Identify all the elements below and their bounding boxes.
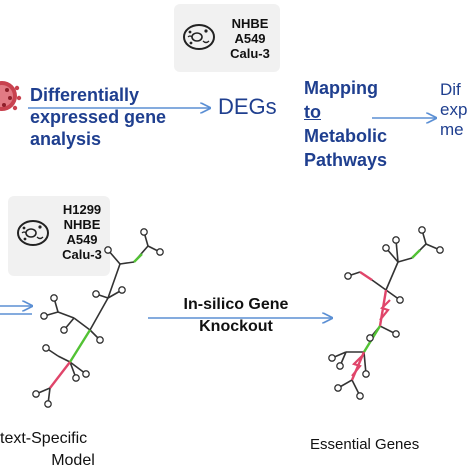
essential-genes-label: Essential Genes	[310, 436, 420, 453]
dge-analysis-label: Differentially expressed gene analysis	[30, 84, 166, 150]
knockout-lightning-icon	[351, 355, 363, 377]
cell-icon	[183, 24, 215, 50]
dge-line-1: Differentially	[30, 85, 140, 105]
dge-line-2: expressed gene	[30, 107, 167, 127]
context-model-line-1: text-Specific	[0, 430, 88, 447]
cell-line-a549: A549	[234, 31, 266, 46]
metabolic-network-icon-left	[32, 228, 164, 408]
cell-lines-mid: H1299 NHBE A549 Calu-3	[58, 202, 106, 262]
context-model-label: text-Specific Model	[0, 428, 116, 472]
metabolic-network-icon-right	[328, 226, 444, 400]
context-model-line-2: Model	[51, 452, 95, 469]
cell-line-h1299: H1299	[62, 202, 102, 217]
knockout-line-1: In-silico Gene	[183, 296, 289, 313]
mapping-label: Mapping to Metabolic Pathways	[304, 76, 387, 172]
mapping-line-1: Mapping	[304, 78, 378, 98]
mapping-line-3: Metabolic	[304, 126, 388, 146]
cell-lines-top: NHBE A549 Calu-3	[226, 16, 274, 61]
mapping-line-4: Pathways	[304, 150, 388, 170]
knockout-line-2: Knockout	[199, 318, 273, 335]
cell-line-nhbe: NHBE	[63, 217, 101, 232]
right-cut-line-3: me	[440, 120, 464, 139]
cell-icon	[17, 220, 49, 246]
right-cut-line-1: Dif	[440, 80, 461, 99]
degs-label: DEGs	[218, 94, 277, 119]
right-cut-line-2: exp	[440, 100, 468, 119]
cell-line-calu3: Calu-3	[230, 46, 270, 61]
mapping-line-2: to	[304, 102, 321, 122]
cell-line-box-mid	[8, 196, 110, 276]
cell-line-nhbe: NHBE	[231, 16, 269, 31]
cell-line-a549: A549	[66, 232, 98, 247]
cell-line-calu3: Calu-3	[62, 247, 102, 262]
knockout-lightning-icon	[379, 299, 391, 321]
dge-line-3: analysis	[30, 129, 102, 149]
right-cut-label: Dif exp me	[440, 80, 467, 140]
knockout-label: In-silico Gene Knockout	[176, 294, 296, 338]
virus-icon	[0, 81, 22, 111]
